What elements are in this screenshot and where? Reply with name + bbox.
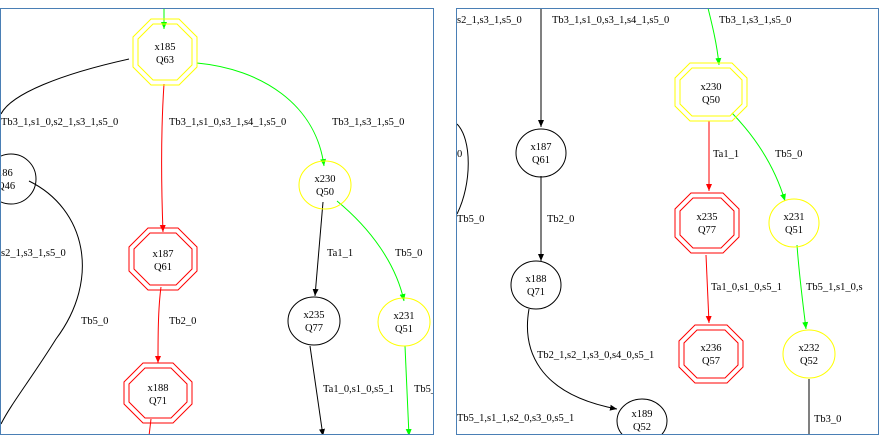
node-x231-state: Q51 [785,225,803,236]
edge-label-top-left: s2_1,s3_1,s5_0 [457,15,522,26]
node-x188-state: Q71 [149,396,167,407]
edge-label-tb3-red: Tb3_1,s1_0,s3_1,s4_1,s5_0 [169,117,286,128]
node-x187[interactable]: x187 Q61 [515,128,567,178]
edge-label-top-right: Tb3_1,s3_1,s5_0 [719,15,791,26]
node-x187-state: Q61 [154,262,172,273]
node-x187-id: x187 [531,142,552,153]
edge-x231-to-x232 [796,244,809,330]
node-x231-state: Q51 [395,324,413,335]
edge-x231-down [404,345,412,434]
edge-label-tb3-long: Tb3_1,s1_0,s2_1,s3_1,s5_0 [1,117,118,128]
node-x187-id: x187 [153,249,174,260]
node-x186[interactable]: 186 Q46 [1,153,37,205]
node-x185-state: Q63 [156,55,174,66]
edge-label-s2-cut: s2_1,s3_1,s5_0 [1,248,66,259]
node-x231[interactable]: x231 Q51 [768,198,820,248]
edge-x235-to-x236 [705,254,712,324]
node-x186-id: 186 [1,168,13,179]
node-x235-state: Q77 [305,323,323,334]
graph-viewport-left[interactable]: x185 Q63 186 Q46 x187 Q61 x188 Q71 [0,8,434,435]
node-x230-state: Q50 [316,187,334,198]
node-x189[interactable]: x189 Q52 [616,398,668,435]
node-x235[interactable]: x235 Q77 [674,192,740,254]
edge-label-tb3-0: Tb3_0 [814,414,841,425]
node-x232[interactable]: x232 Q52 [782,329,836,379]
edge-x186-down [1,180,83,425]
node-x232-state: Q52 [800,356,818,367]
edge-label-tb5-1: Tb5_1,s1_0,s [806,282,863,293]
node-x236[interactable]: x236 Q57 [678,324,744,384]
edge-x185-to-x230 [196,62,327,167]
edge-x185-to-x186 [1,58,130,115]
node-x230[interactable]: x230 Q50 [674,62,748,122]
edge-label-tb2: Tb2_0 [169,316,196,327]
node-x236-id: x236 [701,343,722,354]
graph-panel-left: x185 Q63 186 Q46 x187 Q61 x188 Q71 [0,0,438,443]
node-x231[interactable]: x231 Q51 [377,297,431,347]
edge-label-ta1: Ta1_1 [713,149,739,160]
node-x187[interactable]: x187 Q61 [128,227,198,291]
state-graph-left: x185 Q63 186 Q46 x187 Q61 x188 Q71 [1,9,434,434]
graph-viewport-right[interactable]: x230 Q50 x187 Q61 x188 Q71 x235 Q77 [456,8,879,435]
node-x231-id: x231 [394,311,415,322]
edge-x188-down [148,418,152,434]
graph-panel-right: x230 Q50 x187 Q61 x188 Q71 x235 Q77 [448,0,881,443]
edge-label-ta1-0: Ta1_0,s1_0,s5_1 [711,282,782,293]
node-x235[interactable]: x235 Q77 [287,296,341,346]
edge-label-tb2-long: Tb2_1,s2_1,s3_0,s4_0,s5_1 [537,350,654,361]
node-x185-id: x185 [155,42,176,53]
edge-left-arc [457,123,469,215]
node-x230-id: x230 [701,82,722,93]
node-x235-state: Q77 [698,225,716,236]
state-graph-right: x230 Q50 x187 Q61 x188 Q71 x235 Q77 [457,9,863,435]
edge-label-ta1-0: Ta1_0,s1_0,s5_1 [323,384,394,395]
node-x235-id: x235 [304,310,325,321]
edge-label-tb5-cut: Tb5_ [414,384,434,395]
node-x188[interactable]: x188 Q71 [123,362,193,424]
edge-x230-to-x235 [312,201,324,297]
edge-label-tb5-left: Tb5_0 [457,214,484,225]
node-x230-state: Q50 [702,95,720,106]
node-x188[interactable]: x188 Q71 [510,260,562,310]
node-x188-id: x188 [526,274,547,285]
edge-x230-to-x231 [336,200,406,302]
node-x231-id: x231 [784,212,805,223]
node-x235-id: x235 [697,212,718,223]
edge-label-0: 0 [457,149,462,160]
edge-label-ta1: Ta1_1 [327,248,353,259]
edge-label-tb5-bottom: Tb5_1,s1_1,s2_0,s3_0,s5_1 [457,413,574,424]
node-x188-id: x188 [148,383,169,394]
node-x189-state: Q52 [633,422,651,433]
edge-x230-to-x231 [731,112,786,202]
edge-label-tb5-black: Tb5_0 [81,316,108,327]
edge-x185-to-x187 [159,83,166,233]
edge-label-tb2: Tb2_0 [547,214,574,225]
node-x236-state: Q57 [702,356,720,367]
node-x186-state: Q46 [1,181,15,192]
node-x189-id: x189 [632,409,653,420]
edge-label-top-mid: Tb3_1,s1_0,s3_1,s4_1,s5_0 [552,15,669,26]
edge-x235-down [309,345,325,434]
node-x230[interactable]: x230 Q50 [298,160,352,210]
edge-label-tb5-green: Tb5_0 [395,248,422,259]
edge-label-tb5: Tb5_0 [775,149,802,160]
node-x187-state: Q61 [532,155,550,166]
node-x232-id: x232 [799,343,820,354]
node-x188-state: Q71 [527,287,545,298]
edge-x188-to-x189 [526,308,618,411]
edge-into-x230 [707,9,722,66]
node-x230-id: x230 [315,174,336,185]
edge-label-tb3-green: Tb3_1,s3_1,s5_0 [332,117,404,128]
edge-x187-to-x188 [155,286,162,364]
node-x185[interactable]: x185 Q63 [132,18,198,86]
